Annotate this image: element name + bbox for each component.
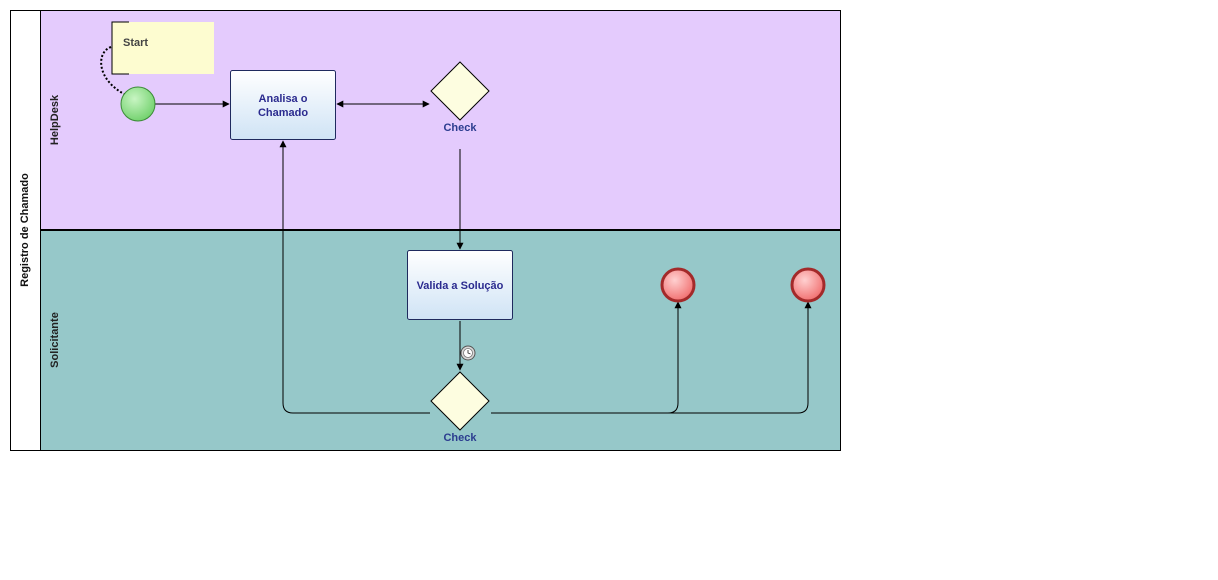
task-label-line2: Chamado [258, 107, 308, 119]
task-valida-solucao[interactable]: Valida a Solução [407, 250, 513, 320]
flow-check2-to-analisa[interactable] [279, 140, 430, 414]
gateway-check-1[interactable]: Check [430, 61, 490, 134]
gateway-label-2: Check [443, 432, 477, 444]
task-label-valida: Valida a Solução [417, 280, 504, 292]
gateway-check-2[interactable]: Check [430, 371, 490, 444]
start-event[interactable] [120, 86, 156, 122]
lane-label-helpdesk: HelpDesk [49, 94, 61, 145]
text-annotation[interactable]: Start [111, 21, 214, 75]
end-event-2[interactable] [790, 267, 826, 303]
gateway-label-1: Check [443, 122, 477, 134]
pool: Registro de Chamado [10, 10, 41, 451]
flow-check2-to-end2[interactable] [668, 301, 812, 414]
annotation-text: Start [123, 37, 148, 49]
task-label-line1: Analisa o [259, 93, 308, 105]
clock-icon [460, 345, 476, 361]
lane-label-solicitante: Solicitante [49, 312, 61, 368]
association-line[interactable] [100, 46, 127, 96]
task-analisa-chamado[interactable]: Analisa o Chamado [230, 70, 336, 140]
pool-label: Registro de Chamado [19, 173, 31, 287]
end-event-1[interactable] [660, 267, 696, 303]
